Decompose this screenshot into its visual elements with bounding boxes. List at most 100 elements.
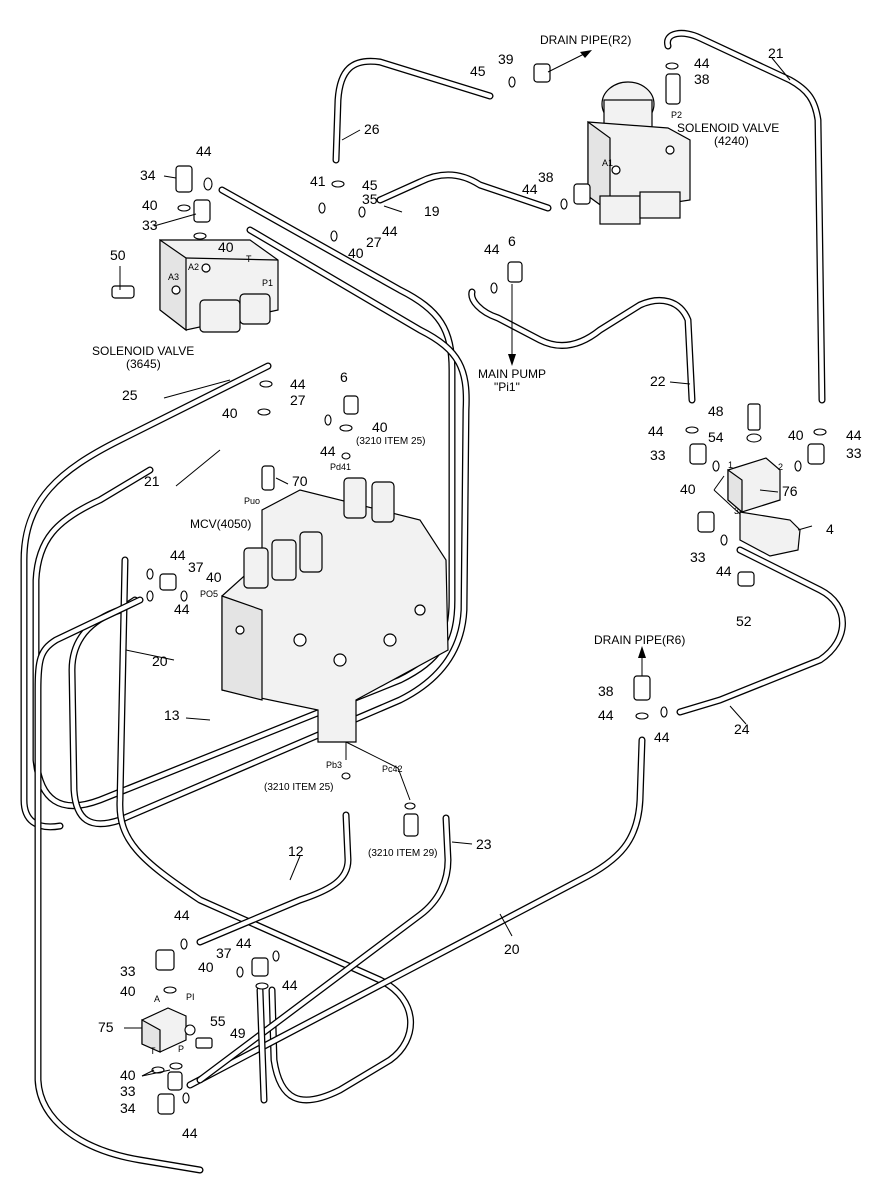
callout-40: 40 [142,197,158,213]
mcv-port-puo: Puo [244,496,260,506]
tee-39 [533,63,551,83]
callout-40: 40 [218,239,234,255]
callout-44: 44 [320,443,336,459]
tee-38-top [665,73,681,105]
callout-35: 35 [362,191,378,207]
callout-38: 38 [598,683,614,699]
callout-44: 44 [174,601,190,617]
bolt-50 [111,285,135,299]
callout-40: 40 [680,481,696,497]
callout-40: 40 [206,569,222,585]
callout-44: 44 [282,977,298,993]
drain-pipe-r2-label: DRAIN PIPE(R2) [540,33,631,47]
port-p2-label: P2 [671,110,682,120]
callout-40: 40 [120,1067,136,1083]
tee-38-drain [633,675,651,701]
callout-40: 40 [120,983,136,999]
bracket-4 [739,511,801,557]
callout-21: 21 [768,45,784,61]
callout-44: 44 [174,907,190,923]
callout-20: 20 [152,653,168,669]
elbow-33-lower [167,1071,183,1091]
callout-45: 45 [362,177,378,193]
hose-26 [332,57,494,164]
leader-lines [119,57,813,1077]
bolt-49 [195,1037,213,1049]
mcv-4050 [221,477,449,760]
callout-44: 44 [236,935,252,951]
callout-22: 22 [650,373,666,389]
callout-33: 33 [846,445,862,461]
callout-45: 45 [470,63,486,79]
tee-3210-29 [403,813,419,837]
callout-33: 33 [650,447,666,463]
callout-33: 33 [142,217,158,233]
drain-pipe-r6-label: DRAIN PIPE(R6) [594,633,685,647]
elbow-34-top [175,165,193,193]
callout-40: 40 [198,959,214,975]
elbow-33-a [689,443,707,465]
mcv-port-po5: PO5 [200,589,218,599]
callout-39: 39 [498,51,514,67]
elbow-33-c [697,511,715,533]
elbow-33-top [193,199,211,223]
valve-75-port-a: A [154,994,160,1004]
port-t-label: T [246,254,252,264]
solenoid-valve-3645-name: SOLENOID VALVE [92,344,194,358]
mcv-port-pd41: Pd41 [330,462,351,472]
callout-34: 34 [140,167,156,183]
callout-75: 75 [98,1019,114,1035]
hose-lines [20,29,846,1174]
check-valve-70 [261,465,275,491]
solenoid-valve-4240-name: SOLENOID VALVE [677,121,779,135]
elbow-33-b [807,443,825,465]
callout-27: 27 [366,234,382,250]
hose-24 [676,546,846,716]
callout-38: 38 [694,71,710,87]
callout-41: 41 [310,173,326,189]
callout-40: 40 [348,245,364,261]
valve-75-port-pi: PI [186,992,195,1002]
port-a3-label: A3 [168,272,179,282]
callout-19: 19 [424,203,440,219]
callout-27: 27 [290,392,306,408]
callout-4: 4 [826,521,834,537]
callout-33: 33 [120,1083,136,1099]
ref-3210-item29: (3210 ITEM 29) [368,848,437,859]
ref-3210-item25-bottom: (3210 ITEM 25) [264,782,333,793]
hose-12 [196,811,352,946]
callout-44: 44 [716,563,732,579]
callout-44: 44 [522,181,538,197]
callout-44: 44 [846,427,862,443]
block-76-port-2: 2 [778,462,783,472]
callout-6: 6 [508,233,516,249]
callout-52: 52 [736,613,752,629]
solenoid-valve-4240-code: (4240) [714,134,749,148]
callout-44: 44 [382,223,398,239]
callout-21: 21 [144,473,160,489]
callout-38: 38 [538,169,554,185]
callout-44: 44 [170,547,186,563]
callout-37: 37 [188,559,204,575]
callout-12: 12 [288,843,304,859]
callout-44: 44 [484,241,500,257]
callout-55: 55 [210,1013,226,1029]
callout-44: 44 [290,376,306,392]
callout-25: 25 [122,387,138,403]
callout-48: 48 [708,403,724,419]
callout-40: 40 [372,419,388,435]
tee-37-top [159,573,177,591]
callout-20: 20 [504,941,520,957]
solenoid-valve-3645: A3 A2 T P1 [159,238,279,333]
flow-arrows [508,50,646,676]
mcv-port-pc42: Pc42 [382,764,403,774]
block-76: 1 2 3 [727,457,783,516]
callout-13: 13 [164,707,180,723]
callout-44: 44 [182,1125,198,1141]
callout-23: 23 [476,836,492,852]
callout-44: 44 [196,143,212,159]
callout-34: 34 [120,1100,136,1116]
callout-33: 33 [120,963,136,979]
callout-40: 40 [788,427,804,443]
